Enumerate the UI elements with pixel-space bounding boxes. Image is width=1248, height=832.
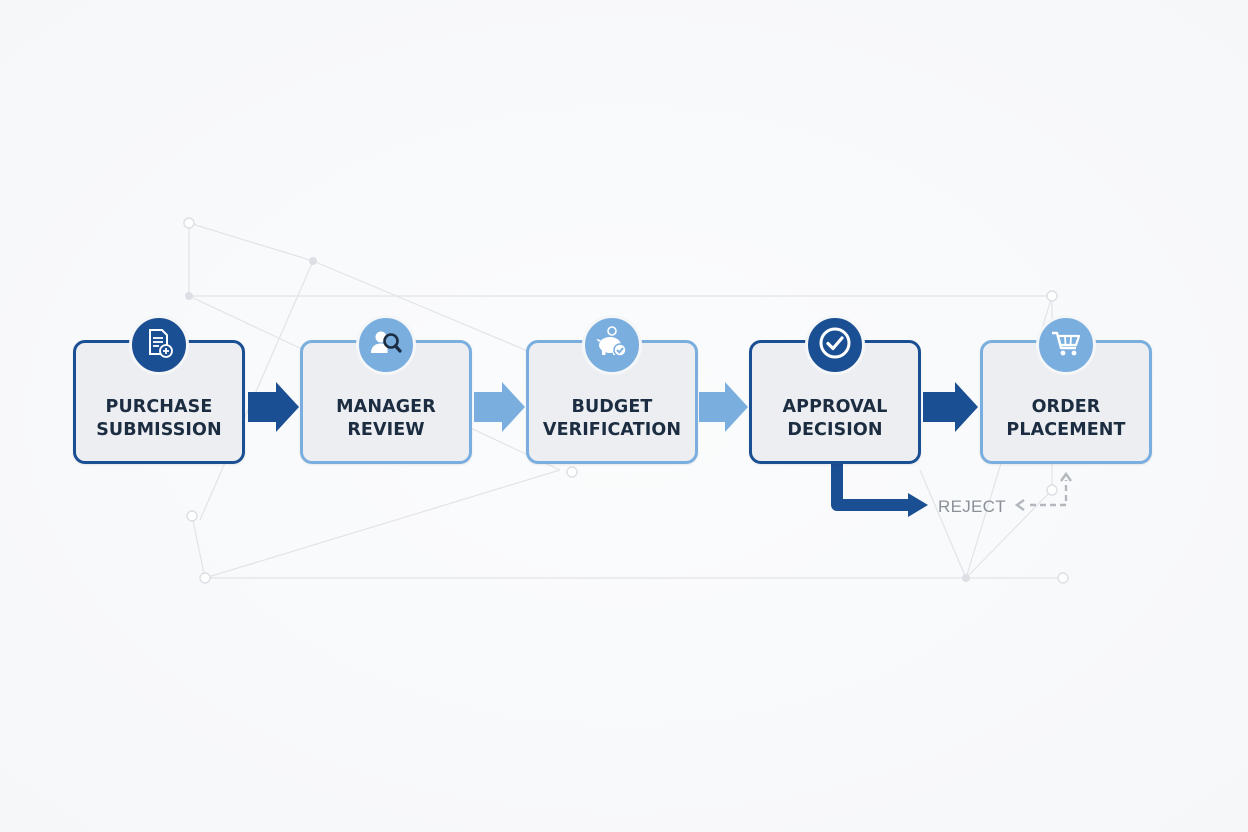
- network-line: [191, 515, 206, 579]
- step-order-placement: ORDER PLACEMENT: [980, 315, 1152, 464]
- network-node: [1057, 572, 1069, 584]
- reject-return-arrowhead-up: [1060, 471, 1072, 482]
- step-budget-verification: BUDGET VERIFICATION: [526, 315, 698, 464]
- reject-return-arrowhead-left: [1014, 499, 1025, 511]
- network-line: [919, 469, 967, 579]
- step-badge: [805, 315, 865, 375]
- person-search-icon: [368, 325, 404, 366]
- arrow-submission-to-review: [248, 382, 299, 432]
- reject-branch-line: [831, 464, 912, 511]
- step-label: PURCHASE SUBMISSION: [96, 396, 222, 442]
- arrow-review-to-budget: [474, 382, 525, 432]
- network-node: [199, 572, 211, 584]
- step-label: ORDER PLACEMENT: [1006, 396, 1125, 442]
- step-label: MANAGER REVIEW: [336, 396, 436, 442]
- network-line: [204, 469, 561, 579]
- step-label: BUDGET VERIFICATION: [543, 396, 681, 442]
- step-label-line2: PLACEMENT: [1006, 420, 1126, 440]
- step-label: APPROVAL DECISION: [783, 396, 888, 442]
- network-node: [185, 292, 193, 300]
- reject-return-dashed-line: [1030, 480, 1068, 507]
- step-label-line1: ORDER: [1031, 397, 1101, 417]
- network-line: [199, 260, 314, 521]
- step-badge: [129, 315, 189, 375]
- step-approval-decision: APPROVAL DECISION: [749, 315, 921, 464]
- piggy-bank-check-icon: [593, 324, 631, 367]
- network-line: [188, 222, 314, 262]
- step-badge: [356, 315, 416, 375]
- reject-label: REJECT: [938, 497, 1006, 516]
- network-node: [962, 574, 970, 582]
- network-node: [183, 217, 195, 229]
- network-node: [1046, 290, 1058, 302]
- step-label-line1: APPROVAL: [782, 397, 888, 417]
- step-label-line2: DECISION: [787, 420, 883, 440]
- step-label-line2: REVIEW: [347, 420, 425, 440]
- step-label-line2: SUBMISSION: [96, 420, 222, 440]
- step-purchase-submission: PURCHASE SUBMISSION: [73, 315, 245, 464]
- network-line: [965, 489, 1053, 579]
- step-manager-review: MANAGER REVIEW: [300, 315, 472, 464]
- arrow-approval-to-order: [923, 382, 978, 432]
- shopping-cart-icon: [1048, 325, 1084, 366]
- step-badge: [1036, 315, 1096, 375]
- network-node: [1046, 484, 1058, 496]
- step-label-line1: MANAGER: [336, 397, 436, 417]
- step-label-line1: PURCHASE: [105, 397, 213, 417]
- document-add-icon: [142, 326, 176, 365]
- checkmark-circle-icon: [816, 324, 854, 367]
- reject-branch-arrowhead: [908, 493, 928, 517]
- arrow-budget-to-approval: [699, 382, 748, 432]
- network-node: [186, 510, 198, 522]
- step-label-line1: BUDGET: [571, 397, 653, 417]
- network-node: [566, 466, 578, 478]
- network-node: [309, 257, 317, 265]
- step-label-line2: VERIFICATION: [542, 420, 682, 440]
- step-badge: [582, 315, 642, 375]
